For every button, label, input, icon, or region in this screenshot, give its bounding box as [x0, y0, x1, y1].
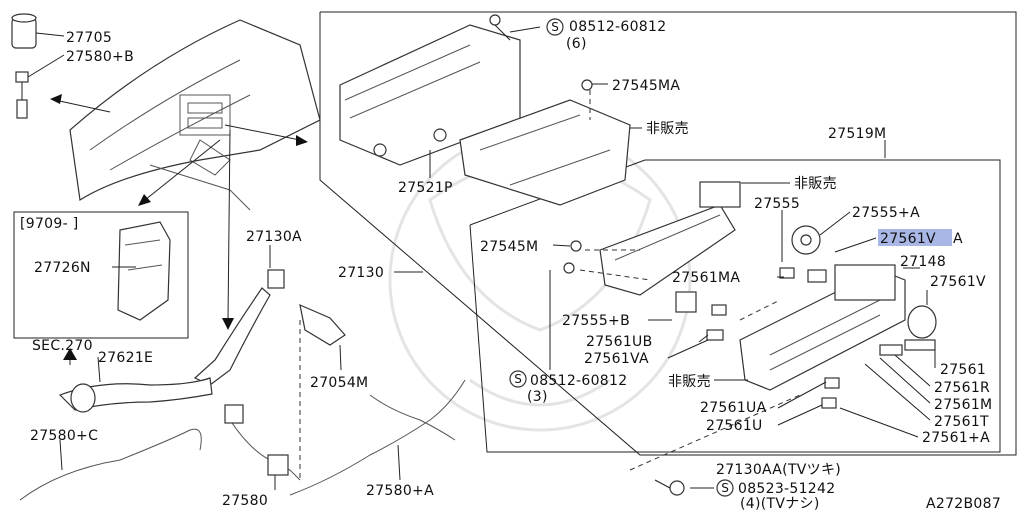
label-27519m[interactable]: 27519M: [828, 126, 886, 142]
label-27726n[interactable]: 27726N: [34, 260, 91, 276]
knob-27561v-illustration: [907, 305, 937, 339]
label-27580a[interactable]: 27580+A: [366, 483, 434, 499]
label-27130[interactable]: 27130: [338, 265, 384, 281]
label-27705[interactable]: 27705: [66, 30, 112, 46]
s-mark-bottom: S: [716, 479, 734, 497]
label-hihanbai-1: 非販売: [646, 121, 689, 137]
leader-lines: [27, 26, 936, 490]
label-27130a[interactable]: 27130A: [246, 229, 302, 245]
label-9709: [9709- ]: [20, 216, 78, 232]
label-sec270[interactable]: SEC.270: [32, 338, 93, 354]
label-27054m[interactable]: 27054M: [310, 375, 368, 391]
label-27561va-suffix: A: [953, 231, 963, 247]
label-08523[interactable]: 08523-51242: [738, 481, 835, 497]
label-27148[interactable]: 27148: [900, 254, 946, 270]
label-08512-top-qty: (6): [566, 36, 587, 52]
arrows: [50, 94, 308, 365]
bracket-27545ma-illustration: [459, 99, 631, 206]
s-mark-top-text: S: [551, 20, 559, 34]
control-panel-illustration: [739, 264, 906, 391]
part-27580b-illustration: [15, 71, 29, 119]
dashed-guides: [299, 90, 801, 480]
label-27130aa[interactable]: 27130AA(TVツキ): [716, 462, 841, 478]
part-27726n-illustration: [117, 221, 171, 321]
label-08512-mid-qty: (3): [527, 389, 548, 405]
buttons-illustration: [675, 267, 936, 409]
screws-illustration: [489, 14, 685, 496]
label-27561ub[interactable]: 27561UB: [586, 334, 653, 350]
frame-right: [319, 11, 1017, 456]
label-27561v-highlight[interactable]: 27561V: [880, 231, 936, 247]
label-27561v[interactable]: 27561V: [930, 274, 986, 290]
label-08512-mid[interactable]: 08512-60812: [530, 373, 627, 389]
label-27561ma[interactable]: 27561MA: [672, 270, 740, 286]
label-27561[interactable]: 27561: [940, 362, 986, 378]
highlight-27561va: [878, 229, 952, 246]
s-mark-top: S: [546, 18, 564, 36]
s-mark-mid-text: S: [514, 372, 522, 386]
label-27561a[interactable]: 27561+A: [922, 430, 990, 446]
label-hihanbai-2: 非販売: [794, 176, 837, 192]
label-27555[interactable]: 27555: [754, 196, 800, 212]
label-27580b[interactable]: 27580+B: [66, 49, 134, 65]
label-08512-top[interactable]: 08512-60812: [569, 19, 666, 35]
labels: 27705 27580+B [9709- ] 27726N SEC.270 27…: [20, 19, 1001, 511]
label-hihanbai-3: 非販売: [668, 374, 711, 390]
label-27555a[interactable]: 27555+A: [852, 205, 920, 221]
part-27705-illustration: [11, 13, 37, 49]
label-27561va[interactable]: 27561VA: [584, 351, 649, 367]
label-27545ma[interactable]: 27545MA: [612, 78, 680, 94]
duct-27130-illustration: [58, 269, 346, 413]
label-27580[interactable]: 27580: [222, 493, 268, 509]
dashboard-illustration: [69, 19, 321, 211]
label-27561m[interactable]: 27561M: [934, 397, 992, 413]
label-ref-code: A272B087: [926, 496, 1001, 511]
s-mark-mid: S: [509, 370, 527, 388]
label-27561t[interactable]: 27561T: [934, 414, 989, 430]
label-27521p[interactable]: 27521P: [398, 180, 453, 196]
label-27580c[interactable]: 27580+C: [30, 428, 98, 444]
label-08523-qty: (4)(TVナシ): [740, 496, 820, 511]
label-27621e[interactable]: 27621E: [98, 350, 153, 366]
label-27561u[interactable]: 27561U: [706, 418, 763, 434]
s-mark-bottom-text: S: [721, 481, 729, 495]
label-27561ua[interactable]: 27561UA: [700, 400, 767, 416]
label-27555b[interactable]: 27555+B: [562, 313, 630, 329]
label-27545m[interactable]: 27545M: [480, 239, 538, 255]
label-27561r[interactable]: 27561R: [934, 380, 990, 396]
part-27555a-illustration: [791, 225, 821, 255]
harness-illustration: [19, 379, 466, 501]
frame-inset: [13, 211, 189, 339]
control-switch-illustration: [599, 181, 741, 296]
audio-unit-illustration: [339, 24, 521, 166]
